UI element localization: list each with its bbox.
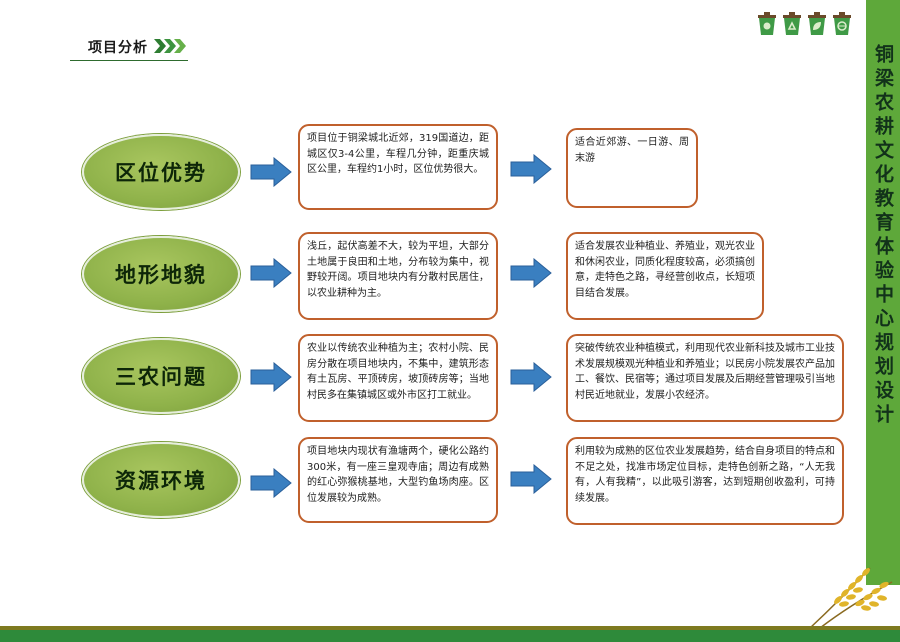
leaf-bin-icon — [808, 12, 826, 35]
detail-box: 项目位于铜梁城北近郊，319国道边，距城区仅3-4公里，车程几分钟，距重庆城区公… — [298, 124, 498, 210]
conclusion-box: 适合发展农业种植业、养殖业，观光农业和休闲农业，同质化程度较高，必须搞创意，走特… — [566, 232, 764, 320]
arrow-right-icon — [250, 468, 292, 498]
footer-band — [0, 630, 900, 642]
conclusion-box: 适合近郊游、一日游、周末游 — [566, 128, 698, 208]
arrow-right-icon — [510, 362, 552, 392]
arrow-right-icon — [510, 464, 552, 494]
trash-bin-icon — [758, 12, 776, 35]
globe-bin-icon — [833, 12, 851, 35]
chevron-right-icon — [154, 39, 186, 53]
arrow-right-icon — [510, 154, 552, 184]
wheat-icon — [809, 567, 893, 629]
category-oval: 地形地貌 — [82, 236, 240, 312]
arrow-right-icon — [250, 362, 292, 392]
page-section-title: 项目分析 — [88, 40, 148, 56]
arrow-right-icon — [250, 157, 292, 187]
header-divider — [70, 60, 188, 61]
conclusion-box: 利用较为成熟的区位农业发展趋势，结合自身项目的特点和不足之处，找准市场定位目标，… — [566, 437, 844, 525]
detail-box: 农业以传统农业种植为主；农村小院、民房分散在项目地块内，不集中，建筑形态有土瓦房… — [298, 334, 498, 422]
category-oval: 三农问题 — [82, 338, 240, 414]
conclusion-box: 突破传统农业种植模式，利用现代农业新科技及城市工业技术发展规模观光种植业和养殖业… — [566, 334, 844, 422]
detail-box: 浅丘，起伏高差不大，较为平坦，大部分土地属于良田和土地，分布较为集中，视野较开阔… — [298, 232, 498, 320]
category-oval: 资源环境 — [82, 442, 240, 518]
footer-stripe — [0, 626, 900, 630]
arrow-right-icon — [510, 258, 552, 288]
recycle-bin-icon — [783, 12, 801, 35]
arrow-right-icon — [250, 258, 292, 288]
category-oval: 区位优势 — [82, 134, 240, 210]
document-title: 铜梁农耕文化教育体验中心规划设计 — [872, 44, 894, 428]
detail-box: 项目地块内现状有渔塘两个，硬化公路约300米，有一座三皇观寺庙；周边有成熟的红心… — [298, 437, 498, 523]
recycle-bins — [757, 12, 852, 36]
side-banner — [866, 0, 900, 585]
